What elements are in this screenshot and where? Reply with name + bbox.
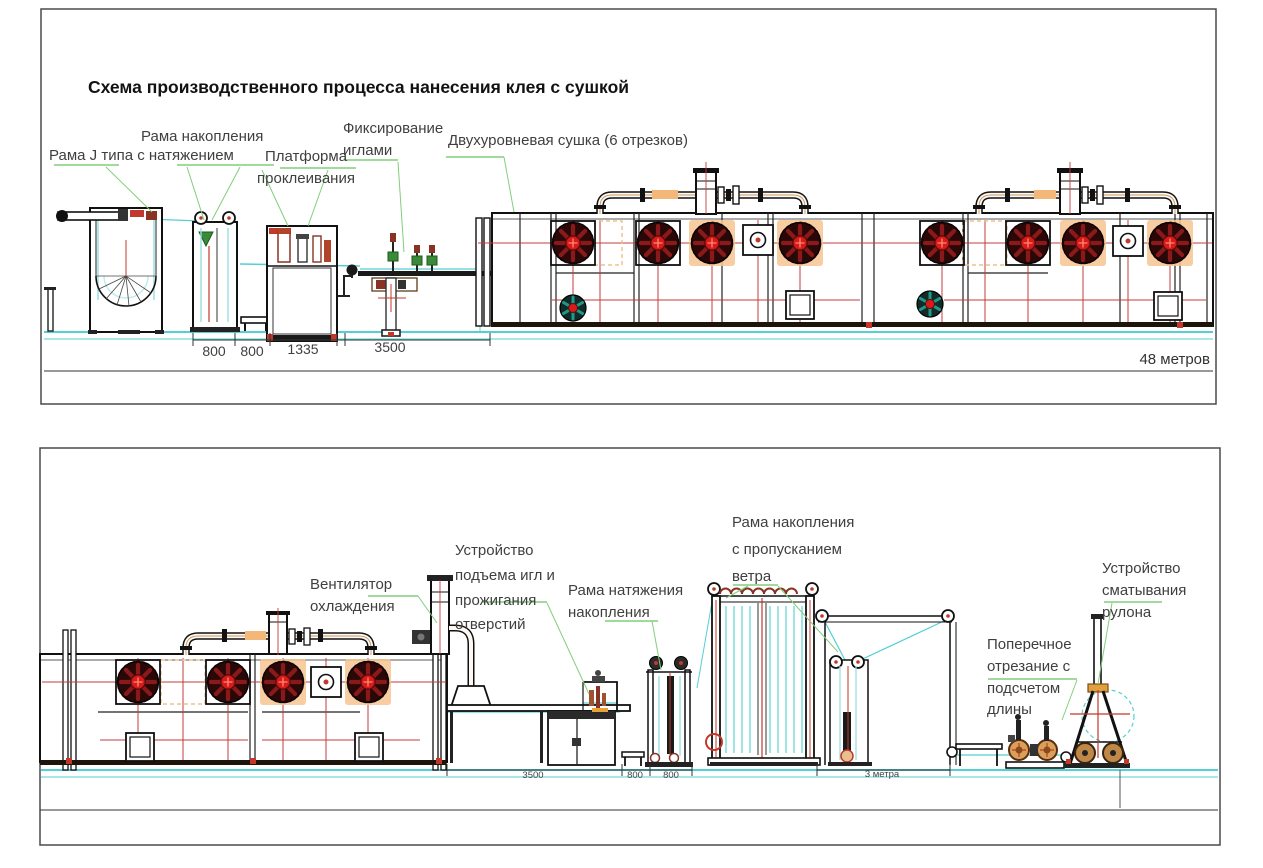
dimension-800-b: 800 bbox=[240, 343, 264, 359]
dryer-bottom-drawing bbox=[39, 629, 448, 771]
needle-lift-drawing bbox=[582, 670, 618, 712]
bottom-panel-border bbox=[39, 447, 1221, 846]
gluing-platform-drawing bbox=[266, 225, 338, 342]
dryer-roof-pipe-bottom bbox=[180, 608, 377, 655]
small-table-drawing bbox=[955, 743, 1003, 766]
wind-frame-drawing bbox=[705, 582, 821, 766]
dryer-roof-pipes-top bbox=[594, 162, 1181, 215]
receiving-table-drawing bbox=[446, 704, 631, 766]
dryer-top-drawing bbox=[475, 212, 1214, 328]
label-cross-cutting: Поперечное отрезание с подсчетом длины bbox=[987, 636, 1072, 719]
label-j-type-frame: Рама J типа с натяжением bbox=[49, 147, 234, 164]
dimension-1335: 1335 bbox=[287, 341, 319, 357]
cooling-fan-drawing bbox=[412, 575, 494, 711]
label-cooling-fan: Вентилятор охлаждения bbox=[310, 576, 395, 615]
dimension-3500-top: 3500 bbox=[374, 339, 406, 355]
bench-bottom-drawing bbox=[621, 751, 645, 766]
accumulation-frame-drawing bbox=[190, 211, 240, 332]
dimension-800-bottom-a: 800 bbox=[627, 770, 643, 781]
green-annotations-bottom bbox=[368, 584, 1162, 721]
label-roll-winder: Устройство сматывания рулона bbox=[1102, 560, 1187, 621]
winder-drawing bbox=[1060, 614, 1130, 808]
label-wind-accum-frame: Рама накопления с пропусканием ветра bbox=[732, 514, 855, 585]
label-two-level-dryer: Двухуровневая сушка (6 отрезков) bbox=[448, 132, 688, 149]
dimension-lines-bottom bbox=[40, 764, 1218, 811]
label-tension-accum-frame: Рама натяжения накопления bbox=[568, 582, 684, 621]
bench-drawing bbox=[240, 316, 271, 331]
dimension-800-bottom-b: 800 bbox=[663, 770, 679, 781]
cross-cutter-drawing bbox=[1005, 714, 1065, 769]
label-accumulation-frame: Рама накопления bbox=[141, 128, 264, 145]
green-annotations-top bbox=[54, 156, 515, 253]
label-needle-fixing: Фиксирование иглами bbox=[343, 120, 444, 159]
dimension-total-48m: 48 метров bbox=[1139, 351, 1210, 368]
dimension-3-metra: 3 метра bbox=[864, 769, 900, 780]
dimension-lines-top bbox=[44, 333, 1213, 372]
label-needle-lift-device: Устройство подъема игл и прожигания отве… bbox=[455, 542, 555, 634]
square-frame-drawing bbox=[815, 609, 958, 766]
label-gluing-platform: Платформа проклеивания bbox=[257, 148, 355, 187]
dimension-800-a: 800 bbox=[202, 343, 226, 359]
tension-frame-drawing bbox=[645, 656, 693, 767]
needle-fixing-drawing bbox=[338, 233, 492, 337]
j-type-frame-drawing bbox=[44, 207, 164, 334]
dimension-3500-bottom: 3500 bbox=[522, 770, 544, 781]
top-panel-border bbox=[40, 8, 1217, 405]
diagram-title: Схема производственного процесса нанесен… bbox=[88, 77, 630, 97]
